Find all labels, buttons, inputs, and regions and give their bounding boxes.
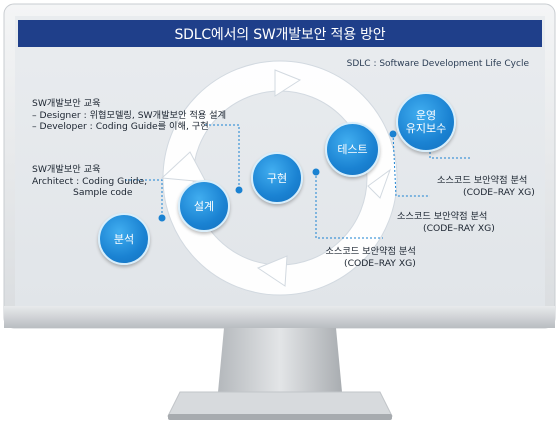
implementation-code-analysis-note: 소스코드 보안약점 분석 (CODE–RAY XG) — [325, 246, 416, 269]
stage-analysis: 분석 — [98, 213, 150, 265]
stage-implementation: 구현 — [251, 152, 303, 204]
stage-design: 설계 — [178, 180, 230, 232]
connector-dots — [158, 130, 397, 222]
page-title: SDLC에서의 SW개발보안 적용 방안 — [18, 20, 542, 47]
stage-maintenance-label-line1: 운영 — [415, 109, 437, 122]
cycle-arrow-top — [274, 69, 302, 97]
stage-implementation-label: 구현 — [266, 171, 288, 185]
cycle-arrow-left — [160, 151, 207, 183]
stage-test-label: 테스트 — [337, 143, 368, 156]
stage-analysis-label: 분석 — [113, 232, 135, 246]
maintenance-code-analysis-note: 소스코드 보안약점 분석 (CODE–RAY XG) — [437, 175, 535, 198]
stage-design-label: 설계 — [193, 199, 215, 213]
stage-maintenance-label-line2: 유지보수 — [405, 122, 447, 135]
cycle-arrow-bottom — [256, 255, 288, 287]
design-education-note: SW개발보안 교육 – Designer : 위협모델링, SW개발보안 적용 … — [32, 98, 227, 132]
sdlc-definition-note: SDLC : Software Development Life Cycle — [346, 59, 529, 69]
connector-lines — [125, 124, 470, 239]
analysis-education-note: SW개발보안 교육 Architect : Coding Guide, Samp… — [32, 164, 148, 198]
cycle-arrow-right — [367, 168, 392, 199]
test-code-analysis-note: 소스코드 보안약점 분석 (CODE–RAY XG) — [397, 211, 495, 234]
stage-test: 테스트 — [325, 122, 380, 177]
